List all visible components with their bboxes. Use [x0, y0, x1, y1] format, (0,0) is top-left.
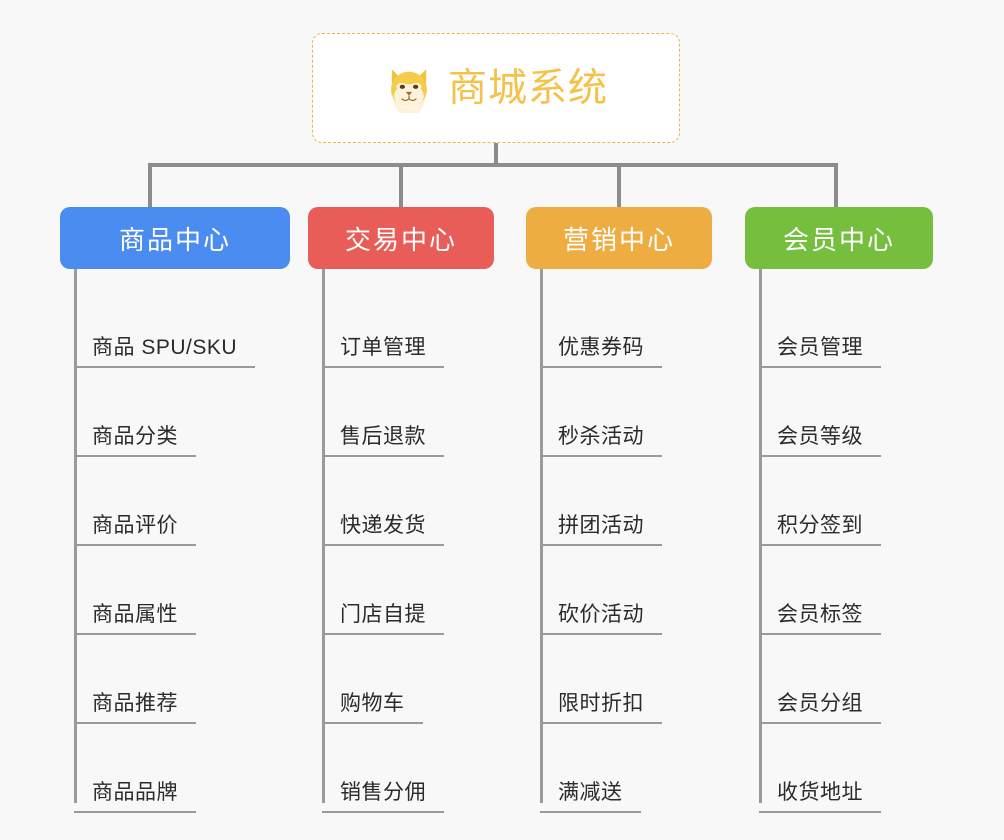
list-item[interactable]: 积分签到: [745, 457, 933, 546]
list-item-label: 限时折扣: [558, 691, 644, 715]
root-node-title: 商城系统: [447, 66, 608, 110]
column-member-center: 会员中心 会员管理 会员等级 积分签到 会员标签 会员分组 收货地址: [745, 207, 933, 813]
list-item-label: 商品属性: [92, 602, 178, 626]
connector-drop-1: [148, 163, 152, 207]
list-item-label: 商品推荐: [92, 691, 178, 715]
list-item-label: 会员标签: [777, 602, 863, 626]
list-item-label: 订单管理: [340, 335, 426, 359]
list-item[interactable]: 快递发货: [308, 457, 494, 546]
list-item[interactable]: 秒杀活动: [526, 368, 712, 457]
category-header-label: 商品中心: [118, 224, 231, 255]
connector-root-stem: [494, 143, 498, 165]
list-item[interactable]: 商品评价: [60, 457, 290, 546]
column-spine: [540, 269, 543, 803]
list-item-label: 砍价活动: [558, 602, 644, 626]
list-item[interactable]: 会员标签: [745, 546, 933, 635]
list-item[interactable]: 满减送: [526, 724, 712, 813]
connector-drop-4: [834, 163, 838, 207]
list-item[interactable]: 门店自提: [308, 546, 494, 635]
list-item[interactable]: 商品属性: [60, 546, 290, 635]
category-header-label: 会员中心: [782, 224, 895, 255]
category-header-label: 交易中心: [344, 224, 457, 255]
list-item-label: 门店自提: [340, 602, 426, 626]
list-item-label: 售后退款: [340, 424, 426, 448]
list-item[interactable]: 拼团活动: [526, 457, 712, 546]
list-item[interactable]: 会员分组: [745, 635, 933, 724]
list-item-label: 积分签到: [777, 513, 863, 537]
list-item-label: 商品品牌: [92, 780, 178, 804]
list-item[interactable]: 限时折扣: [526, 635, 712, 724]
category-header-member-center[interactable]: 会员中心: [745, 207, 933, 269]
root-node-shop-system[interactable]: 商城系统: [312, 33, 680, 143]
list-item-label: 商品 SPU/SKU: [92, 335, 238, 359]
column-spine: [759, 269, 762, 803]
list-item-label: 商品评价: [92, 513, 178, 537]
list-item[interactable]: 优惠券码: [526, 279, 712, 368]
connector-horizontal-bar: [148, 163, 838, 167]
list-item-label: 优惠券码: [558, 335, 644, 359]
list-item-label: 会员分组: [777, 691, 863, 715]
list-item-label: 收货地址: [777, 780, 863, 804]
list-item-label: 销售分佣: [340, 780, 426, 804]
column-spine: [322, 269, 325, 803]
column-body: 商品 SPU/SKU 商品分类 商品评价 商品属性 商品推荐 商品品牌: [60, 269, 290, 813]
list-item[interactable]: 商品推荐: [60, 635, 290, 724]
category-header-product-center[interactable]: 商品中心: [60, 207, 290, 269]
list-item[interactable]: 销售分佣: [308, 724, 494, 813]
list-item[interactable]: 订单管理: [308, 279, 494, 368]
shiba-inu-dog-face-icon: [384, 63, 434, 113]
list-item-label: 会员管理: [777, 335, 863, 359]
connector-drop-3: [617, 163, 621, 207]
list-item-label: 商品分类: [92, 424, 178, 448]
list-item[interactable]: 商品分类: [60, 368, 290, 457]
column-trade-center: 交易中心 订单管理 售后退款 快递发货 门店自提 购物车 销售分佣: [308, 207, 494, 813]
list-item-label: 秒杀活动: [558, 424, 644, 448]
list-item-label: 会员等级: [777, 424, 863, 448]
column-spine: [74, 269, 77, 803]
list-item[interactable]: 商品品牌: [60, 724, 290, 813]
list-item[interactable]: 收货地址: [745, 724, 933, 813]
list-item[interactable]: 会员等级: [745, 368, 933, 457]
column-body: 订单管理 售后退款 快递发货 门店自提 购物车 销售分佣: [308, 269, 494, 813]
category-header-marketing-center[interactable]: 营销中心: [526, 207, 712, 269]
list-item[interactable]: 砍价活动: [526, 546, 712, 635]
column-body: 优惠券码 秒杀活动 拼团活动 砍价活动 限时折扣 满减送: [526, 269, 712, 813]
list-item[interactable]: 购物车: [308, 635, 494, 724]
connector-drop-2: [399, 163, 403, 207]
column-body: 会员管理 会员等级 积分签到 会员标签 会员分组 收货地址: [745, 269, 933, 813]
list-item[interactable]: 售后退款: [308, 368, 494, 457]
category-header-label: 营销中心: [562, 224, 675, 255]
list-item[interactable]: 商品 SPU/SKU: [60, 279, 290, 368]
column-marketing-center: 营销中心 优惠券码 秒杀活动 拼团活动 砍价活动 限时折扣 满减送: [526, 207, 712, 813]
list-item-label: 满减送: [558, 780, 623, 804]
list-item-label: 拼团活动: [558, 513, 644, 537]
list-item[interactable]: 会员管理: [745, 279, 933, 368]
column-product-center: 商品中心 商品 SPU/SKU 商品分类 商品评价 商品属性 商品推荐 商品品牌: [60, 207, 290, 813]
list-item-label: 购物车: [340, 691, 405, 715]
list-item-label: 快递发货: [340, 513, 426, 537]
category-header-trade-center[interactable]: 交易中心: [308, 207, 494, 269]
